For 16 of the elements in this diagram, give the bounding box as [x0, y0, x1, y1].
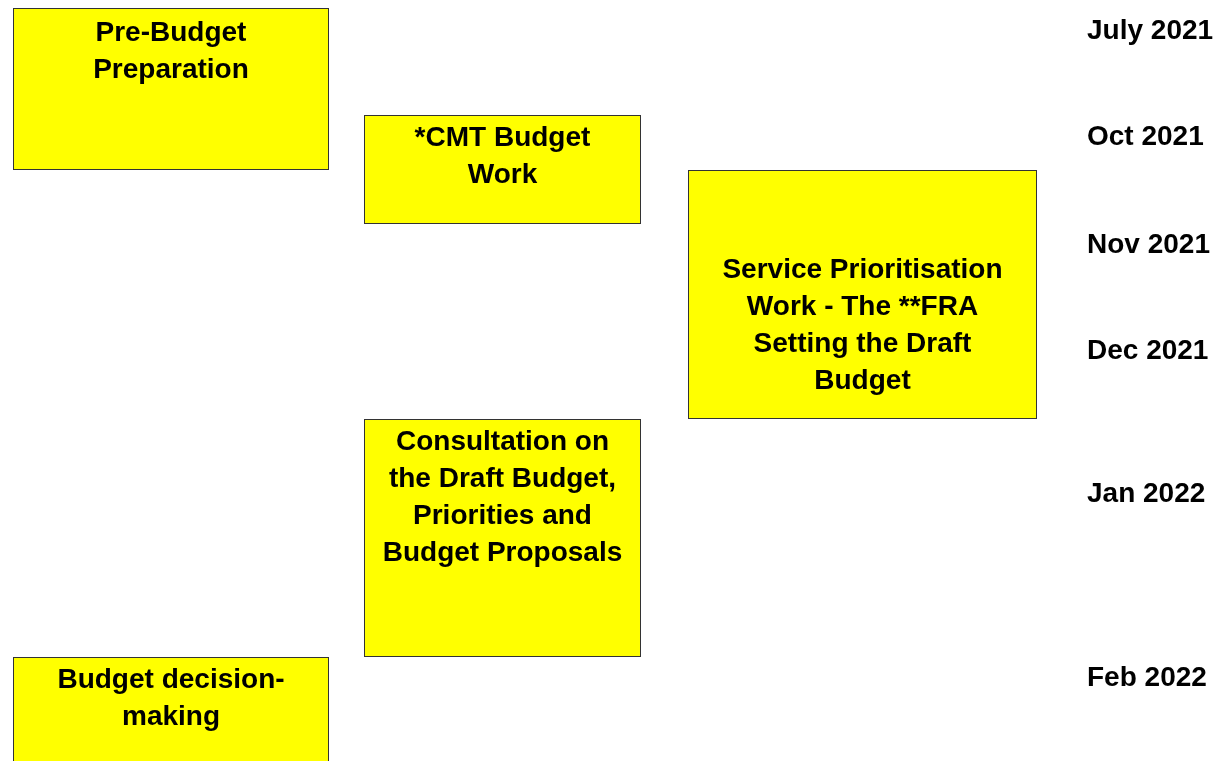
process-box [364, 115, 641, 224]
month-label: Feb 2022 [1087, 661, 1207, 693]
box-label: Pre-Budget Preparation [92, 15, 250, 86]
month-label: July 2021 [1087, 14, 1214, 46]
process-box [688, 170, 1037, 419]
month-label: Dec 2021 [1087, 334, 1209, 366]
process-box [13, 8, 329, 170]
box-label: Consultation on the Draft Budget, Priorities and Budget Proposals [381, 424, 624, 569]
box-label: Budget decision-making [56, 662, 286, 733]
month-label: Jan 2022 [1087, 477, 1206, 509]
process-box [13, 657, 329, 761]
month-label: Nov 2021 [1087, 228, 1210, 260]
process-box [364, 419, 641, 657]
month-label: Oct 2021 [1087, 120, 1204, 152]
box-label: Service Prioritisation Work - The **FRA Setting the Draft Budget [721, 251, 1004, 397]
box-label: *CMT Budget Work [413, 120, 592, 191]
